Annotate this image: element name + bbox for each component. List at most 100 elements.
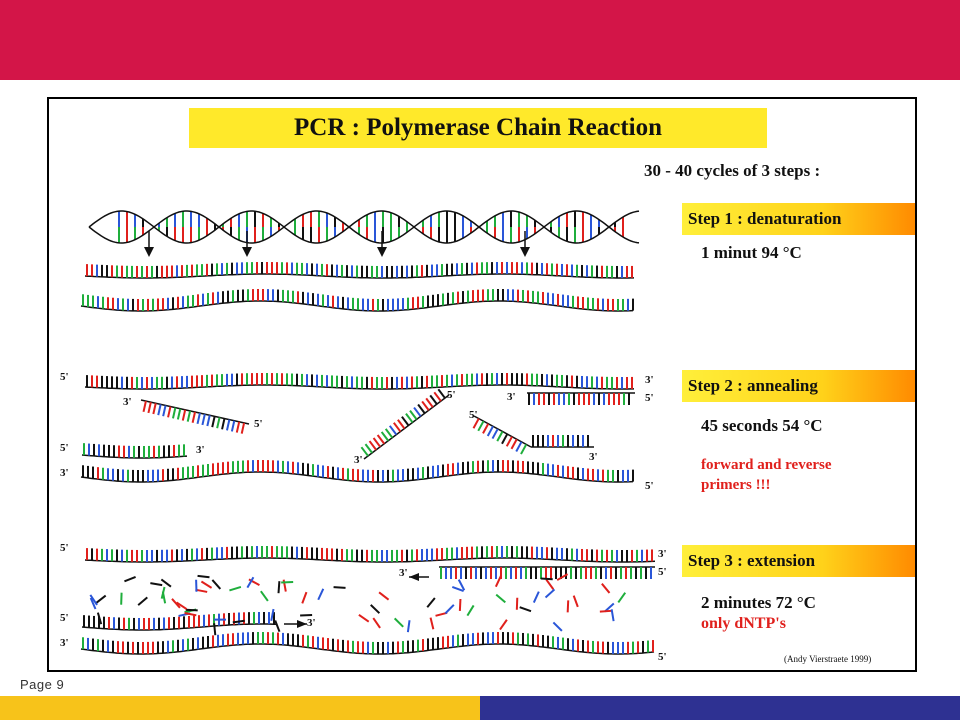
dntp-fragment — [604, 602, 615, 613]
base-tick — [401, 416, 410, 427]
dntp-fragment — [406, 620, 411, 633]
dntp-fragment — [393, 617, 404, 628]
dntp-fragment — [333, 586, 346, 589]
dntp-fragment — [540, 577, 553, 581]
base-tick — [240, 422, 246, 434]
arrow-head — [520, 247, 530, 257]
base-tick — [364, 443, 373, 454]
dntp-fragment — [466, 604, 475, 617]
dntp-fragment — [599, 609, 612, 613]
base-tick — [405, 413, 414, 424]
label-5prime: 5' — [645, 392, 654, 404]
base-tick — [181, 409, 187, 421]
base-tick — [152, 403, 157, 415]
helix-strand-a — [88, 210, 640, 244]
label-3prime: 3' — [399, 567, 408, 579]
label-3prime: 3' — [589, 451, 598, 463]
base-tick — [360, 446, 369, 457]
dntp-fragment — [161, 591, 167, 604]
cycles-text: 30 - 40 cycles of 3 steps : — [644, 161, 821, 180]
dntp-fragment — [566, 600, 570, 613]
base-tick — [380, 431, 390, 442]
label-5prime: 5' — [658, 566, 667, 578]
base-tick — [496, 431, 504, 442]
base-tick — [413, 406, 422, 417]
dntp-fragment — [426, 597, 436, 608]
dntp-fragment — [617, 592, 627, 604]
dntp-fragment — [457, 579, 466, 591]
base-tick — [393, 422, 402, 433]
base-tick — [472, 418, 480, 429]
dntp-fragment — [544, 588, 556, 599]
dntp-fragment — [495, 593, 506, 604]
dntp-fragment — [270, 608, 275, 622]
dntp-fragment — [572, 595, 579, 608]
label-3prime: 3' — [60, 467, 69, 479]
dntp-fragment — [150, 582, 163, 587]
base-tick — [157, 404, 162, 416]
dntp-fragment — [444, 604, 455, 615]
dntp-fragment — [552, 621, 563, 632]
base-tick — [421, 400, 430, 411]
base-tick — [409, 409, 418, 420]
dntp-note: only dNTP's — [701, 615, 786, 632]
base-tick — [510, 438, 518, 450]
base-tick — [142, 400, 147, 413]
label-3prime: 3' — [60, 637, 69, 649]
base-tick — [376, 434, 386, 445]
label-3prime: 3' — [507, 391, 516, 403]
base-tick — [482, 423, 490, 434]
dntp-fragment — [370, 604, 381, 614]
arrow-head — [377, 247, 387, 257]
footer-band-yellow — [0, 696, 480, 720]
dntp-fragment — [246, 576, 255, 589]
dntp-fragment — [171, 598, 181, 609]
pcr-figure: PCR : Polymerase Chain Reaction 30 - 40 … — [47, 97, 917, 672]
dntp-fragment — [545, 578, 555, 590]
base-tick — [235, 421, 241, 433]
label-3prime: 3' — [196, 444, 205, 456]
step-2-label: Step 2 : annealing — [682, 370, 915, 402]
base-tick — [425, 397, 434, 408]
base-tick — [388, 425, 398, 436]
base-tick — [167, 406, 172, 418]
base-tick — [437, 388, 446, 399]
free-primer-up — [363, 394, 450, 460]
dntp-fragment — [260, 590, 269, 602]
extension-arrow-head — [297, 620, 307, 628]
base-tick — [201, 413, 206, 426]
dntp-fragment — [176, 601, 188, 610]
base-tick — [477, 420, 485, 432]
helix-strand-b — [88, 210, 640, 244]
label-5prime: 5' — [254, 418, 263, 430]
primer-note-line1: forward and reverse — [701, 457, 832, 473]
base-tick — [505, 436, 513, 447]
dntp-fragment — [458, 598, 462, 612]
arrow-head — [144, 247, 154, 257]
label-3prime: 3' — [658, 548, 667, 560]
credit: (Andy Vierstraete 1999) — [784, 654, 872, 664]
base-tick — [520, 443, 528, 455]
label-5prime: 5' — [469, 409, 478, 421]
dntp-fragment — [96, 612, 103, 625]
base-tick — [211, 416, 216, 428]
template-fragment — [81, 454, 188, 459]
base-tick — [368, 440, 377, 451]
extension-arrow-head — [409, 573, 419, 581]
dntp-fragment — [229, 585, 242, 592]
dntp-fragment — [124, 576, 136, 583]
dntp-fragment — [532, 591, 540, 603]
base-tick — [397, 419, 406, 430]
base-tick — [191, 411, 196, 423]
base-tick — [501, 433, 509, 445]
base-tick — [384, 428, 394, 439]
label-5prime: 5' — [658, 651, 667, 663]
dntp-fragment — [301, 591, 308, 604]
base-tick — [196, 412, 201, 425]
dntp-fragment — [211, 579, 222, 590]
dntp-fragment — [358, 614, 370, 623]
dntp-fragment — [499, 619, 508, 631]
dntp-fragment — [185, 608, 198, 612]
dntp-fragment — [378, 591, 390, 601]
base-tick — [176, 408, 182, 420]
